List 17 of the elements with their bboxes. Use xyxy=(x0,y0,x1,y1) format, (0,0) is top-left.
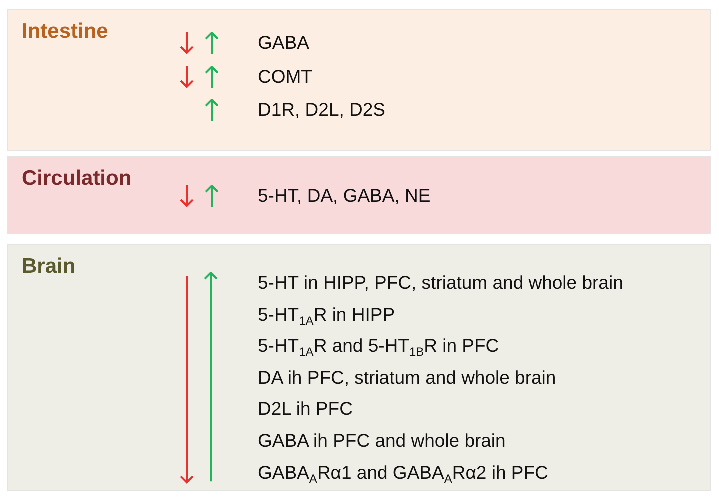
section-band xyxy=(8,245,710,490)
section-band xyxy=(8,157,710,233)
section-heading: Circulation xyxy=(22,167,132,191)
marker-text: 5-HT$_{1A}$R in HIPP xyxy=(258,304,396,326)
marker-text: 5-HT in HIPP, PFC, striatum and whole brain xyxy=(258,272,624,294)
marker-text: GABA ih PFC and whole brain xyxy=(258,430,506,452)
marker-text: D2L ih PFC xyxy=(258,398,353,420)
marker-text: D1R, D2L, D2S xyxy=(258,99,386,121)
marker-text: COMT xyxy=(258,66,312,88)
marker-text: 5-HT, DA, GABA, NE xyxy=(258,185,431,207)
section-heading: Brain xyxy=(22,255,76,279)
marker-text: 5-HT$_{1A}$R and 5-HT$_{1B}$R in PFC xyxy=(258,335,500,358)
marker-text: DA ih PFC, striatum and whole brain xyxy=(258,366,556,389)
marker-text: GABA$_{A}$Rα1 and GABA$_{A}$Rα2 ih PFC xyxy=(258,462,548,484)
section-band xyxy=(8,10,710,150)
marker-text: GABA xyxy=(258,32,310,54)
section-heading: Intestine xyxy=(22,20,108,44)
